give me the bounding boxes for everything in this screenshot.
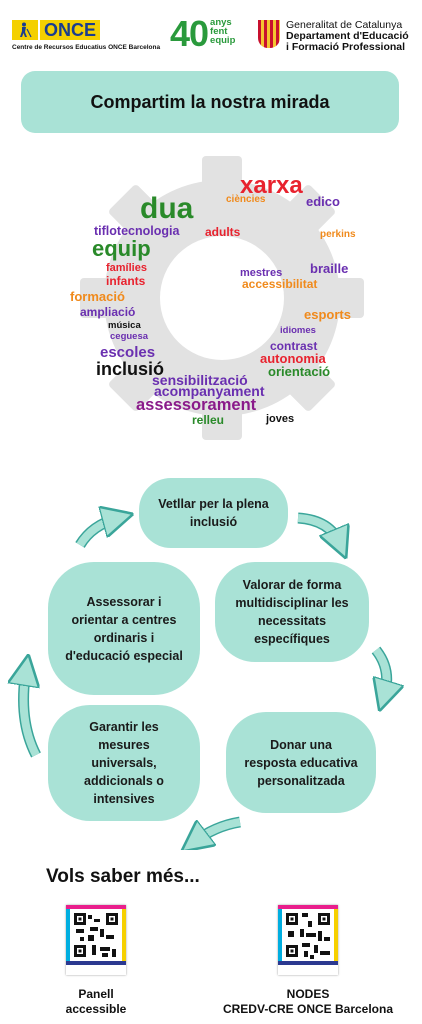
forty-word-equip: equip — [210, 35, 236, 46]
qr-label-nodes-line2: CREDV-CRE ONCE Barcelona — [222, 1002, 394, 1016]
word-equip: equip — [92, 236, 151, 261]
word-accessibilitat: accessibilitat — [242, 277, 318, 291]
person-cane-icon — [12, 20, 38, 40]
cycle-step-text: Garantir les mesures universals, addicio… — [84, 720, 164, 806]
word-musica: música — [108, 320, 141, 331]
word-assessorament: assessorament — [136, 396, 257, 414]
once-logo: ONCE Centre de Recursos Educatius ONCE B… — [12, 20, 160, 51]
qr-code-nodes[interactable] — [278, 905, 338, 975]
word-ceguesa: ceguesa — [110, 331, 149, 342]
once-subtitle: Centre de Recursos Educatius ONCE Barcel… — [12, 44, 161, 51]
forty-word-anys: anys — [210, 17, 232, 28]
senyera-icon — [258, 20, 280, 48]
word-ciencies: ciències — [226, 194, 266, 205]
once-wordmark: ONCE — [40, 20, 101, 40]
word-orientacio: orientació — [268, 364, 331, 379]
cycle-step-text: Assessorar i orientar a centres ordinari… — [65, 594, 183, 663]
word-braille: braille — [310, 261, 349, 276]
forty-words: anys fent equip — [210, 17, 236, 46]
word-adults: adults — [205, 225, 241, 239]
page-title: Compartim la nostra mirada — [21, 71, 399, 133]
qr-code-icon — [66, 905, 126, 965]
arrow-icon — [76, 518, 118, 548]
more-info-heading: Vols saber més... — [46, 866, 200, 887]
qr-label-panell-text: Panell accessible — [65, 987, 127, 1016]
word-acompanyament: acompanyament — [154, 383, 265, 399]
cycle-step-assessment: Valorar de forma multidisciplinar les ne… — [215, 562, 369, 662]
word-infants: infants — [106, 274, 146, 288]
word-ampliacio: ampliació — [80, 305, 136, 319]
word-formacio: formació — [70, 289, 125, 304]
cycle-step-measures: Garantir les mesures universals, addicio… — [48, 705, 200, 821]
forty-word-fent: fent — [210, 26, 228, 37]
cycle-step-inclusion: Vetllar per la plena inclusió — [139, 478, 288, 548]
word-relleu: relleu — [192, 413, 225, 427]
cycle-step-advice: Assessorar i orientar a centres ordinari… — [48, 562, 200, 695]
word-idiomes: idiomes — [280, 325, 316, 336]
qr-label-nodes-line1: NODES — [286, 987, 330, 1001]
generalitat-logo: Generalitat de Catalunya Departament d'E… — [258, 20, 409, 53]
gear-word-cloud: xarxa ciències edico dua tiflotecnologia… — [70, 150, 365, 450]
word-esports: esports — [304, 307, 351, 322]
cycle-step-response: Donar una resposta educativa personalitz… — [226, 712, 376, 813]
cycle-step-text: Donar una resposta educativa personalitz… — [244, 737, 358, 788]
cycle-step-text: Valorar de forma multidisciplinar les ne… — [235, 578, 349, 646]
word-contrast: contrast — [270, 339, 318, 353]
word-sensibilitzacio: sensibilització — [152, 372, 248, 388]
word-autonomia: autonomia — [260, 351, 326, 366]
word-tiflotecnologia: tiflotecnologia — [94, 224, 180, 238]
word-perkins: perkins — [320, 229, 356, 240]
forty-years-logo: 40 anys fent equip — [170, 16, 235, 52]
cycle-step-text: Vetllar per la plena inclusió — [158, 497, 269, 529]
word-mestres: mestres — [240, 267, 283, 279]
gen-name: Generalitat de Catalunya — [286, 19, 403, 31]
word-edico: edico — [306, 194, 340, 209]
qr-label-panell: Panell accessible — [56, 987, 136, 1017]
word-joves: joves — [266, 413, 295, 425]
forty-number: 40 — [170, 13, 209, 54]
qr-code-icon — [278, 905, 338, 965]
qr-label-nodes: NODES CREDV-CRE ONCE Barcelona — [210, 987, 406, 1017]
word-inclusio: inclusió — [96, 359, 165, 379]
word-families: famílies — [106, 262, 147, 274]
qr-code-panell[interactable] — [66, 905, 126, 975]
gen-dept-1: Departament d'Educació — [286, 30, 409, 42]
word-xarxa: xarxa — [240, 172, 303, 199]
gear-icon — [80, 156, 364, 440]
gen-dept-2: i Formació Professional — [286, 41, 406, 53]
cycle-arrows — [0, 470, 422, 850]
word-dua: dua — [140, 192, 194, 225]
word-escoles: escoles — [100, 344, 156, 361]
